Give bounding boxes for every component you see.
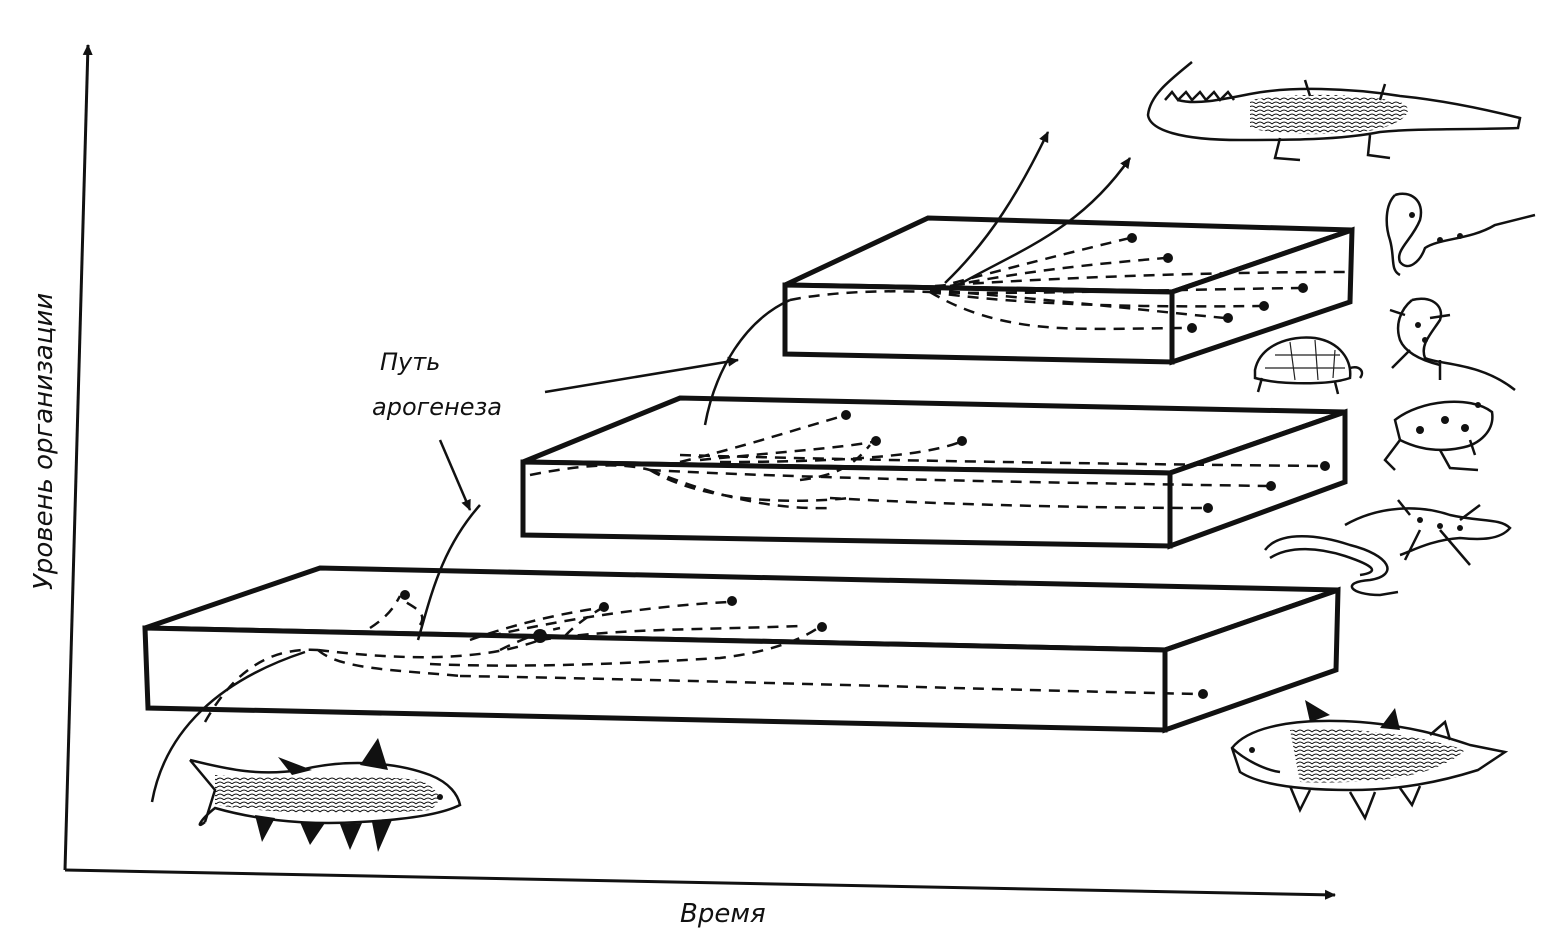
label-line-2: арогенеза: [372, 393, 502, 421]
label-arrow-upper: [545, 360, 738, 392]
x-axis-label: Время: [680, 899, 766, 929]
turtle-icon: [1255, 337, 1362, 394]
lizard-icon: [1390, 299, 1515, 390]
label-arrow-lower: [440, 440, 470, 510]
level-slab-3: [785, 218, 1352, 362]
newt-icon: [1387, 194, 1535, 275]
fish-icon: [190, 738, 460, 852]
frog-icon: [1385, 402, 1492, 470]
level-slab-1: [145, 568, 1338, 730]
level-slab-2: [523, 398, 1345, 546]
y-axis-label: Уровень организации: [29, 293, 59, 590]
crocodile-icon: [1148, 62, 1520, 160]
x-axis: [65, 870, 1335, 895]
coelacanth-icon: [1232, 700, 1505, 818]
y-axis: [65, 45, 88, 870]
salamander-icon: [1265, 500, 1510, 595]
label-line-1: Путь: [380, 348, 440, 376]
